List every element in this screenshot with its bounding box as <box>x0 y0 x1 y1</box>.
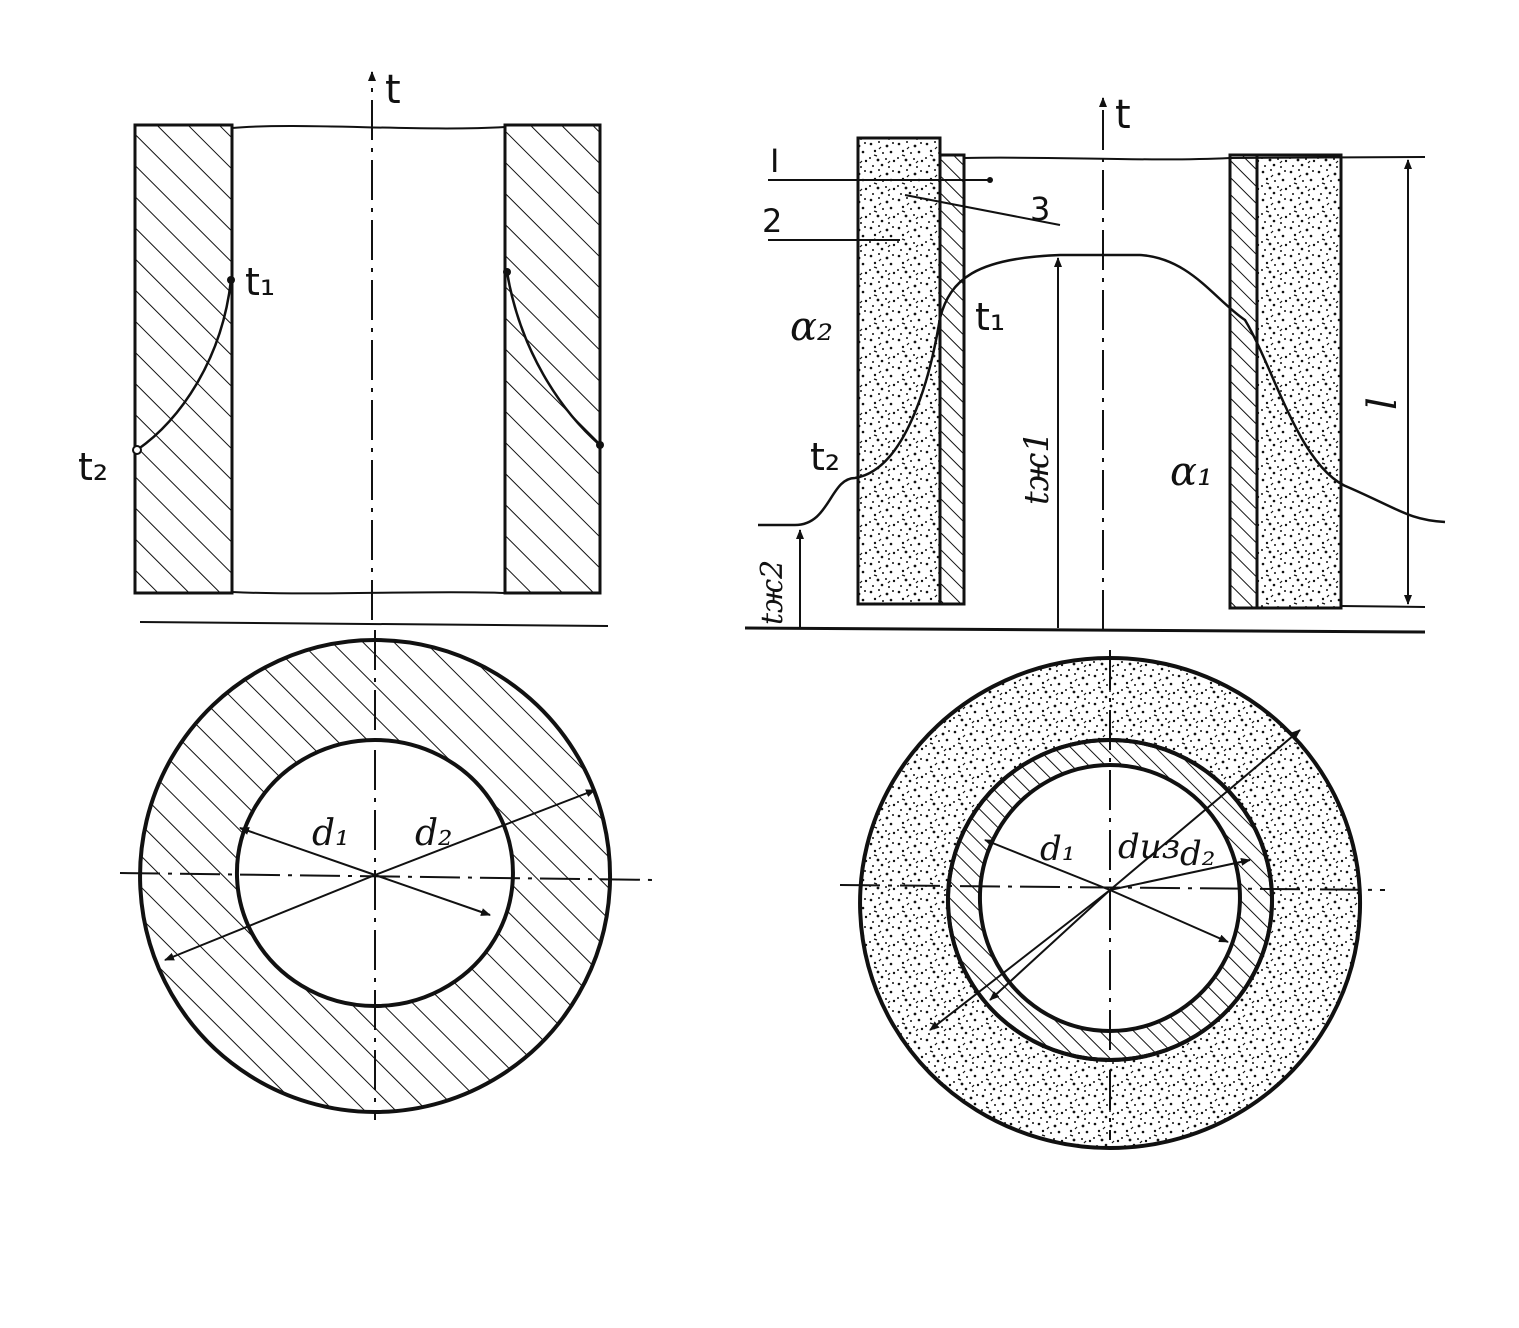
left-d2-label: d₂ <box>415 813 452 854</box>
right-dis-label: dиз <box>1118 827 1180 867</box>
left-centerline-horizontal <box>119 872 656 881</box>
left-bottom-edge <box>231 591 506 595</box>
right-l-label: l <box>1360 397 1406 410</box>
right-alpha1-label: α₁ <box>1170 449 1213 495</box>
right-d1-line-back <box>1109 889 1229 943</box>
right-leader-3 <box>904 194 1061 226</box>
right-leader-1-dot <box>987 177 993 183</box>
left-d1-label: d₁ <box>312 813 349 854</box>
right-label-2: 2 <box>762 202 782 240</box>
right-bottom-dim <box>1339 605 1426 608</box>
right-d1-label: d₁ <box>1040 829 1075 869</box>
left-axis-t-label: t <box>385 67 401 113</box>
right-label-I: I <box>770 142 779 180</box>
left-baseline <box>139 621 609 627</box>
left-point-t1 <box>227 276 235 284</box>
right-tx1-label: tж1 <box>1017 431 1057 505</box>
left-wall-right <box>503 123 602 595</box>
right-tx2-label: tж2 <box>755 560 790 625</box>
right-insulation-right <box>1255 153 1343 610</box>
left-cross-section: d₁ d₂ <box>119 630 656 1120</box>
right-d2-label: d₂ <box>1180 834 1215 874</box>
right-cross-section: d₁ dиз d₂ <box>839 650 1386 1150</box>
left-wall-left <box>133 123 234 595</box>
right-t2-label: t₂ <box>810 435 840 479</box>
left-temp-curve-right <box>505 271 601 446</box>
left-d2-line-back <box>164 874 376 961</box>
right-longitudinal-section: t I 2 3 α₂ α₁ t₁ t₂ tж1 tж2 l <box>744 92 1446 634</box>
right-top-edge <box>963 156 1426 161</box>
left-ring <box>138 638 613 1114</box>
left-t2-label: t₂ <box>78 445 108 489</box>
right-label-3: 3 <box>1030 190 1050 228</box>
left-top-edge <box>231 125 506 130</box>
right-d1-line <box>984 839 1111 891</box>
right-wall-right <box>1228 153 1259 610</box>
right-temp-curve <box>758 253 1446 527</box>
left-d1-line <box>239 827 376 876</box>
right-axis-t-label: t <box>1115 92 1131 138</box>
right-alpha2-label: α₂ <box>790 304 833 350</box>
left-longitudinal-section: t t₁ t₂ <box>78 67 609 627</box>
left-d2-line <box>374 789 596 876</box>
right-d2-line-back <box>989 889 1111 1001</box>
right-wall-ring <box>946 738 1275 1062</box>
left-d1-line-back <box>374 874 491 916</box>
right-dis-line-back <box>929 889 1111 1031</box>
right-d2-line <box>1109 857 1251 891</box>
left-point-t2 <box>132 445 142 455</box>
left-point-outer-right <box>596 441 604 449</box>
right-wall-left <box>938 153 966 606</box>
right-t1-label: t₁ <box>975 295 1005 339</box>
left-temp-curve-left <box>136 279 233 452</box>
left-point-inner-right <box>503 268 511 276</box>
right-dis-line <box>1109 729 1301 891</box>
left-t1-label: t₁ <box>245 260 275 304</box>
right-baseline <box>744 626 1426 634</box>
